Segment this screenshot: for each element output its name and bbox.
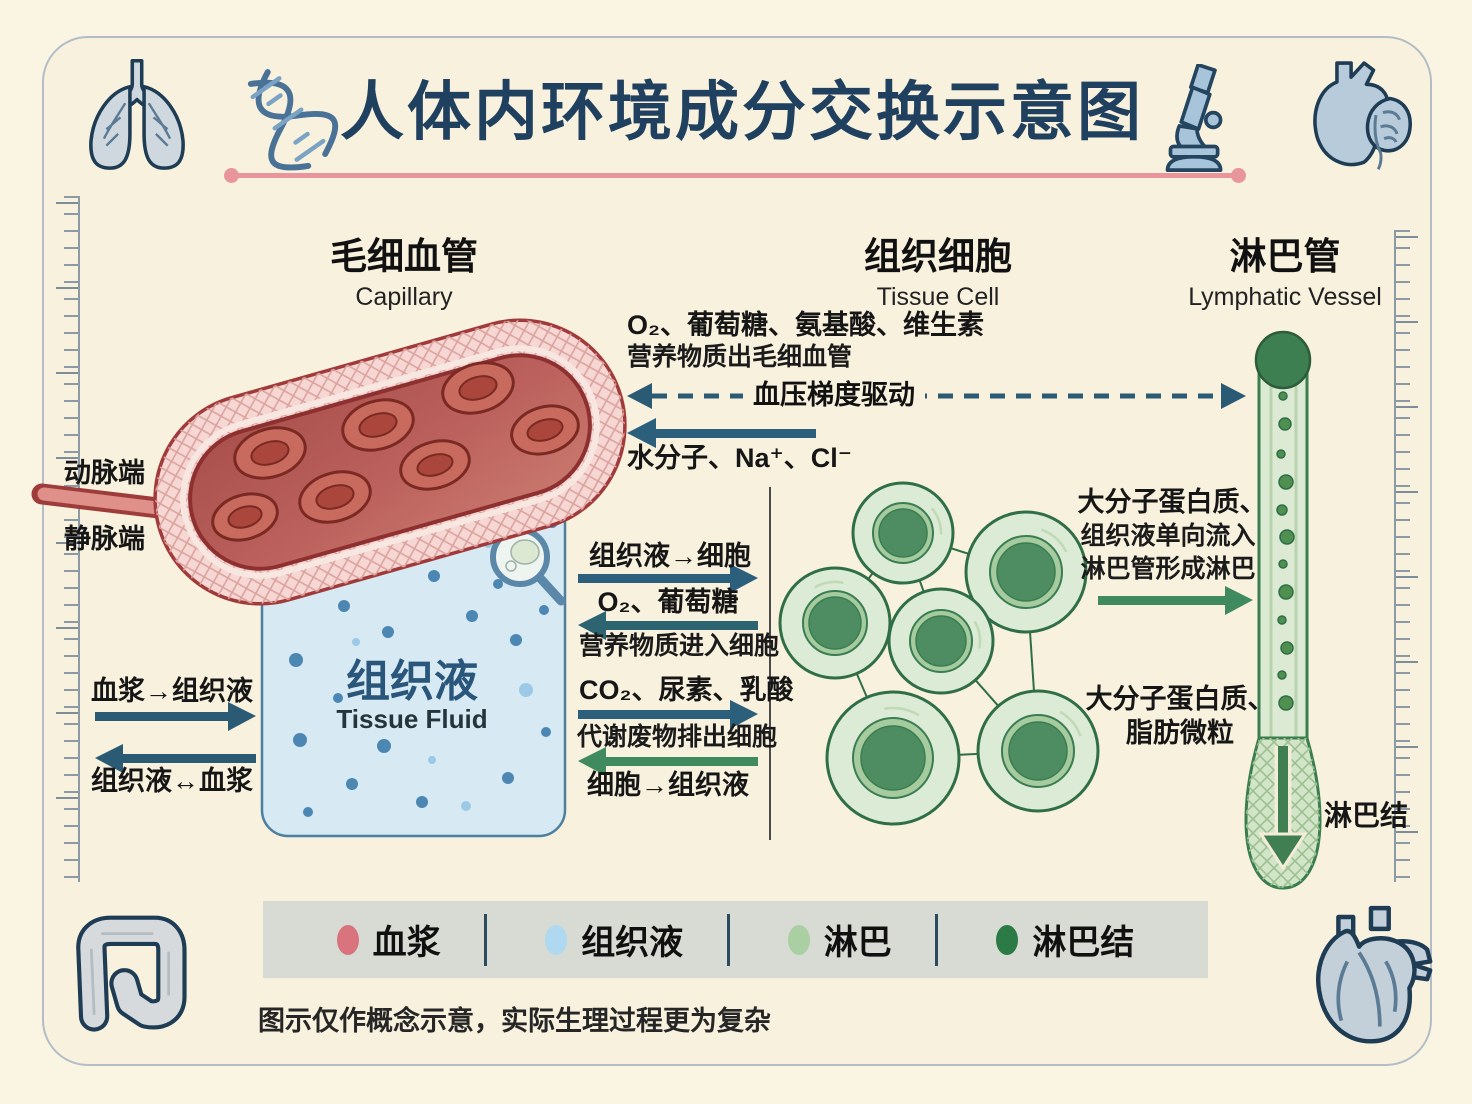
lungs-icon [89,58,185,170]
into-lymph-line1: 大分子蛋白质、 [1077,487,1267,517]
lymph-contents-line2: 脂肪微粒 [1126,718,1234,748]
tissue-cell [851,481,955,585]
left-ruler-line [78,196,80,882]
cell-to-tissue-label: 细胞→组织液 [587,770,749,800]
pressure-driver-label: 血压梯度驱动 [743,380,925,412]
red-blood-cells [211,361,580,542]
tissue-to-cell-label: 组织液→细胞 [589,541,751,571]
heart-kidney-icon [1313,61,1412,170]
plasma-to-tissue-arrow [95,702,256,731]
legend-item: 血浆 [336,914,441,966]
venous-end-label: 静脉端 [64,524,145,554]
intestine-icon [76,915,187,1032]
legend-swatch [787,924,810,955]
legend-swatch [996,924,1019,955]
legend-swatch [545,924,568,955]
legend-label: 淋巴 [823,924,892,962]
lymphatic-vessel-illustration [1244,330,1322,890]
waste-out-caption: 代谢废物排出细胞 [577,723,778,751]
left-ruler [54,196,80,882]
microscope-icon [1165,64,1223,172]
lymph-vessel-cap [1254,330,1312,390]
legend-item: 淋巴结 [935,913,1135,966]
capillary-heading-zh: 毛细血管 [330,236,478,277]
arterial-end-label: 动脉端 [64,458,145,488]
tissue-cell-heading-en: Tissue Cell [876,283,1000,311]
capillary-heading-en: Capillary [355,283,453,311]
tissue-cells [778,481,1100,826]
lymph-node-label: 淋巴结 [1324,800,1409,831]
right-ruler-long-ticks [1396,236,1418,882]
magnifier-icon [490,527,566,606]
o2-glucose-label: O₂、葡萄糖 [597,587,739,617]
tissue-fluid-label-en: Tissue Fluid [336,704,488,734]
into-lymph-line2: 组织液单向流入 [1080,522,1256,550]
legend-label: 淋巴结 [1032,924,1135,962]
tissue-cell [887,587,995,695]
tissue-fluid-label-zh: 组织液 [346,657,478,706]
lymph-contents-line1: 大分子蛋白质、 [1085,684,1275,714]
legend-label: 血浆 [372,924,441,962]
lymphatic-vessel-heading-zh: 淋巴管 [1229,236,1341,277]
title-divider [224,168,1246,183]
dna-icon [247,69,338,171]
capillary-in-substances: 水分子、Na⁺、Cl⁻ [627,443,853,473]
co2-waste-arrow [578,700,758,729]
tissue-cell-heading-zh: 组织细胞 [864,236,1012,277]
legend-item: 淋巴 [726,913,892,966]
tissue-cell [825,690,961,826]
footer-note: 图示仅作概念示意，实际生理过程更为复杂 [258,1006,771,1036]
page-title: 人体内环境成分交换示意图 [340,76,1144,148]
into-lymph-line3: 淋巴管形成淋巴 [1080,555,1256,583]
tissue-to-cell-arrow [578,564,758,593]
lymphatic-vessel-heading-en: Lymphatic Vessel [1188,283,1382,311]
capillary-out-caption: 营养物质出毛细血管 [627,343,853,371]
heart-icon [1316,905,1433,1044]
tissue-to-plasma-label: 组织液↔血浆 [91,766,253,796]
tissue-cell [778,566,892,680]
o2-glucose-arrow [578,611,758,640]
lymph-node-bulb [1244,736,1322,890]
legend-bar: 血浆 组织液 淋巴 淋巴结 [263,901,1208,978]
right-ruler [1394,230,1420,882]
legend-swatch [336,924,359,955]
exchange-arrows [95,383,1253,840]
plasma-to-tissue-label: 血浆→组织液 [91,676,253,706]
down-arrow-icon [1258,832,1308,871]
pressure-gradient-arrow [627,383,1246,409]
capillary-out-substances: O₂、葡萄糖、氨基酸、维生素 [627,310,984,340]
tissue-cell [964,510,1088,634]
into-lymph-arrow [1098,586,1253,615]
legend-label: 组织液 [581,924,684,962]
cell-to-tissue-arrow [578,747,758,776]
tissue-cell [976,689,1100,813]
tissue-to-plasma-arrow [95,744,256,773]
legend-item: 组织液 [484,913,684,966]
capillary-illustration [153,318,627,606]
co2-waste-label: CO₂、尿素、乳酸 [579,675,794,705]
water-ion-arrow [627,418,816,448]
lymph-dots [1276,391,1295,711]
nutrients-into-cell-caption: 营养物质进入细胞 [579,632,780,660]
right-ruler-line [1394,230,1396,882]
left-ruler-long-ticks [56,202,78,882]
